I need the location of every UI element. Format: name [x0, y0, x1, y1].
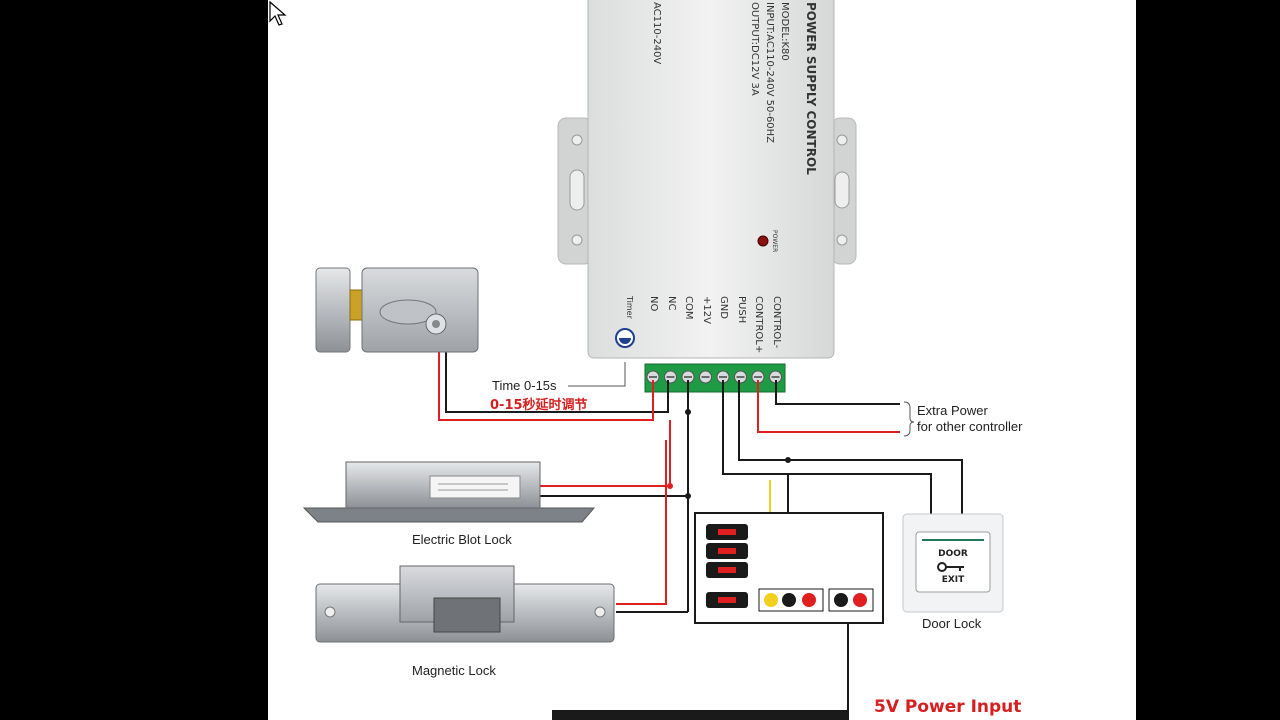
power-supply-unit [557, 0, 857, 393]
wire-elock-red [438, 348, 654, 421]
wire-push [738, 380, 963, 516]
exit-button-line1: DOOR [938, 549, 968, 559]
wire-gnd-exit [723, 473, 932, 516]
door-lock-label: Door Lock [922, 616, 982, 631]
mouse-cursor-icon [269, 0, 287, 26]
terminal-label: COM [683, 296, 694, 320]
magnetic-lock-label: Magnetic Lock [412, 663, 496, 678]
rim-lock-image [315, 267, 479, 353]
terminal-label: NC [665, 296, 677, 311]
access-controller-board [694, 512, 884, 624]
wire-extra-red [757, 380, 900, 433]
terminal-screws [646, 370, 782, 384]
electric-bolt-lock-image [302, 461, 596, 523]
psu-model: MODEL:K80 [779, 2, 790, 61]
door-exit-button-image: DOOR EXIT [902, 513, 1004, 613]
key-icon [937, 562, 964, 572]
psu-side-label: AC110-240V [651, 2, 662, 65]
psu-body [587, 0, 835, 359]
psu-input: INPUT:AC110-240V 50-60HZ [764, 2, 775, 144]
wire-elock-black [445, 348, 669, 413]
exit-button-line2: EXIT [942, 575, 965, 585]
terminal-label: GND [718, 296, 729, 319]
time-range-label-cn: 0-15秒延时调节 [490, 398, 588, 413]
psu-power-label: POWER [771, 230, 778, 253]
time-range-label: Time 0-15s [492, 378, 557, 393]
psu-output: OUTPUT:DC12V 3A [749, 2, 760, 96]
wire-extra-black [775, 380, 900, 405]
magnetic-lock-image [315, 565, 615, 643]
wire-mag-red [616, 440, 667, 605]
bottom-bar [552, 710, 848, 720]
psu-timer-label: Timer [625, 296, 634, 319]
terminal-label: CONTROL- [770, 296, 782, 349]
wires [438, 348, 963, 720]
extra-power-label-2: for other controller [917, 419, 1023, 434]
psu-title: POWER SUPPLY CONTROL [804, 2, 818, 175]
wiring-diagram: DOOR EXIT [302, 0, 1004, 720]
electric-bolt-lock-label: Electric Blot Lock [412, 532, 512, 547]
terminal-label: NO [648, 296, 659, 312]
terminal-label: +12V [700, 296, 712, 324]
terminal-label: PUSH [735, 296, 747, 324]
power-input-5v-label: 5V Power Input [874, 697, 1022, 717]
terminal-label: CONTROL+ [753, 296, 764, 354]
extra-power-label-1: Extra Power [917, 403, 988, 418]
diagram-canvas: DOOR EXIT POWER SUPPLY CONTROL MODEL:K80… [268, 0, 1136, 720]
power-led-icon [757, 235, 769, 247]
